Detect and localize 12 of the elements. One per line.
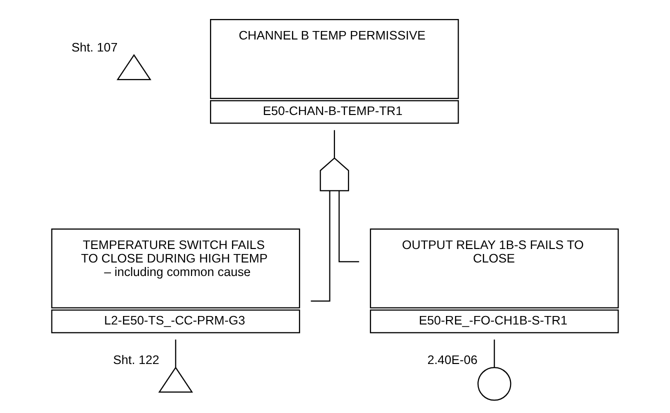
- node-circle: [477, 366, 512, 401]
- node-label: Sht. 122: [113, 352, 160, 367]
- connector: [494, 340, 495, 368]
- connector: [175, 340, 176, 368]
- connector: [310, 190, 330, 302]
- node-label: Sht. 107: [71, 40, 118, 54]
- node-label: 2.40E-06: [427, 352, 478, 367]
- node-gate: [320, 157, 350, 192]
- connector: [338, 191, 360, 262]
- node-triangle: [158, 366, 194, 393]
- connector: [334, 130, 335, 158]
- node-triangle: [116, 54, 152, 80]
